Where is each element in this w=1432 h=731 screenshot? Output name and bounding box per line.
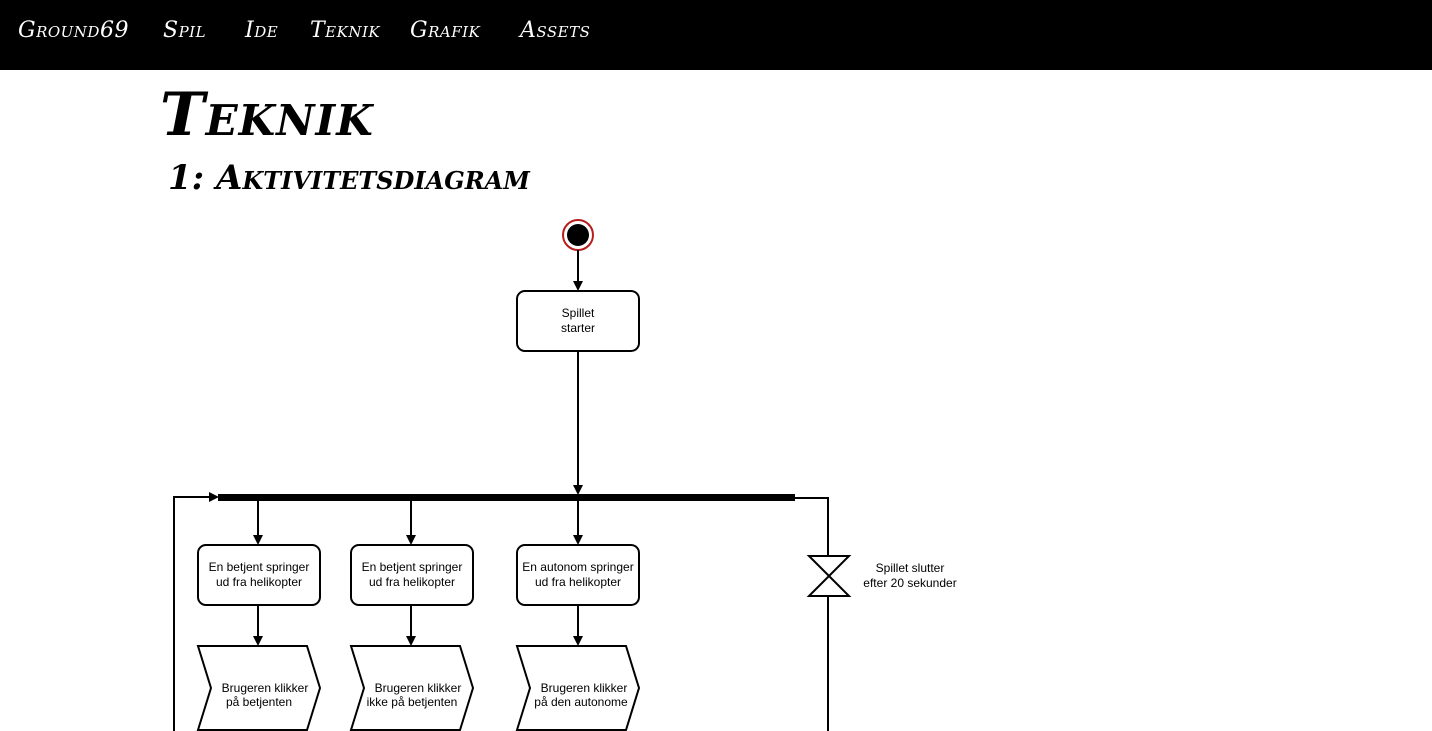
timer-label-line: Spillet slutter [876, 561, 945, 575]
section-title: 1: Aktivitetsdiagram [168, 158, 530, 198]
event-label-line: Brugeren klikker [375, 681, 462, 695]
event-label-line: Brugeren klikker [222, 681, 309, 695]
action-betjent-1: En betjent springer ud fra helikopter [197, 544, 321, 606]
event-klikker-ikke-paa-betjenten: Brugeren klikker ikke på betjenten [349, 645, 475, 731]
nav-link-teknik[interactable]: Teknik [310, 18, 381, 43]
action-spillet-starter: Spillet starter [516, 290, 640, 352]
event-label-line: Brugeren klikker [541, 681, 628, 695]
initial-node-icon [562, 219, 594, 251]
event-klikker-paa-betjenten: Brugeren klikker på betjenten [196, 645, 322, 731]
flow-to-timer [795, 497, 829, 555]
action-betjent-2: En betjent springer ud fra helikopter [350, 544, 474, 606]
hourglass-icon [806, 555, 852, 597]
nav-link-assets[interactable]: Assets [520, 18, 591, 43]
action-label-line: ud fra helikopter [535, 575, 621, 589]
event-klikker-paa-den-autonome: Brugeren klikker på den autonome [515, 645, 641, 731]
loop-back-flow [173, 492, 219, 731]
nav-link-spil[interactable]: Spil [163, 18, 207, 43]
action-autonom: En autonom springer ud fra helikopter [516, 544, 640, 606]
event-label-line: på den autonome [534, 695, 628, 709]
nav-brand-link[interactable]: Ground69 [18, 18, 129, 43]
page-title: Teknik [160, 80, 374, 150]
event-label-line: ikke på betjenten [367, 695, 458, 709]
fork-bar [218, 494, 795, 501]
top-navigation: Ground69 Spil Ide Teknik Grafik Assets [0, 0, 1432, 70]
action-label-line: En betjent springer [362, 560, 463, 574]
action-label-line: ud fra helikopter [369, 575, 455, 589]
action-label-line: En autonom springer [522, 560, 633, 574]
nav-link-ide[interactable]: Ide [245, 18, 279, 43]
action-label-line: ud fra helikopter [216, 575, 302, 589]
nav-link-grafik[interactable]: Grafik [410, 18, 481, 43]
action-label-line: Spillet [562, 306, 595, 320]
timer-label-line: efter 20 sekunder [863, 576, 956, 590]
event-label-line: på betjenten [226, 695, 292, 709]
action-label-line: En betjent springer [209, 560, 310, 574]
action-label-line: starter [561, 321, 595, 335]
